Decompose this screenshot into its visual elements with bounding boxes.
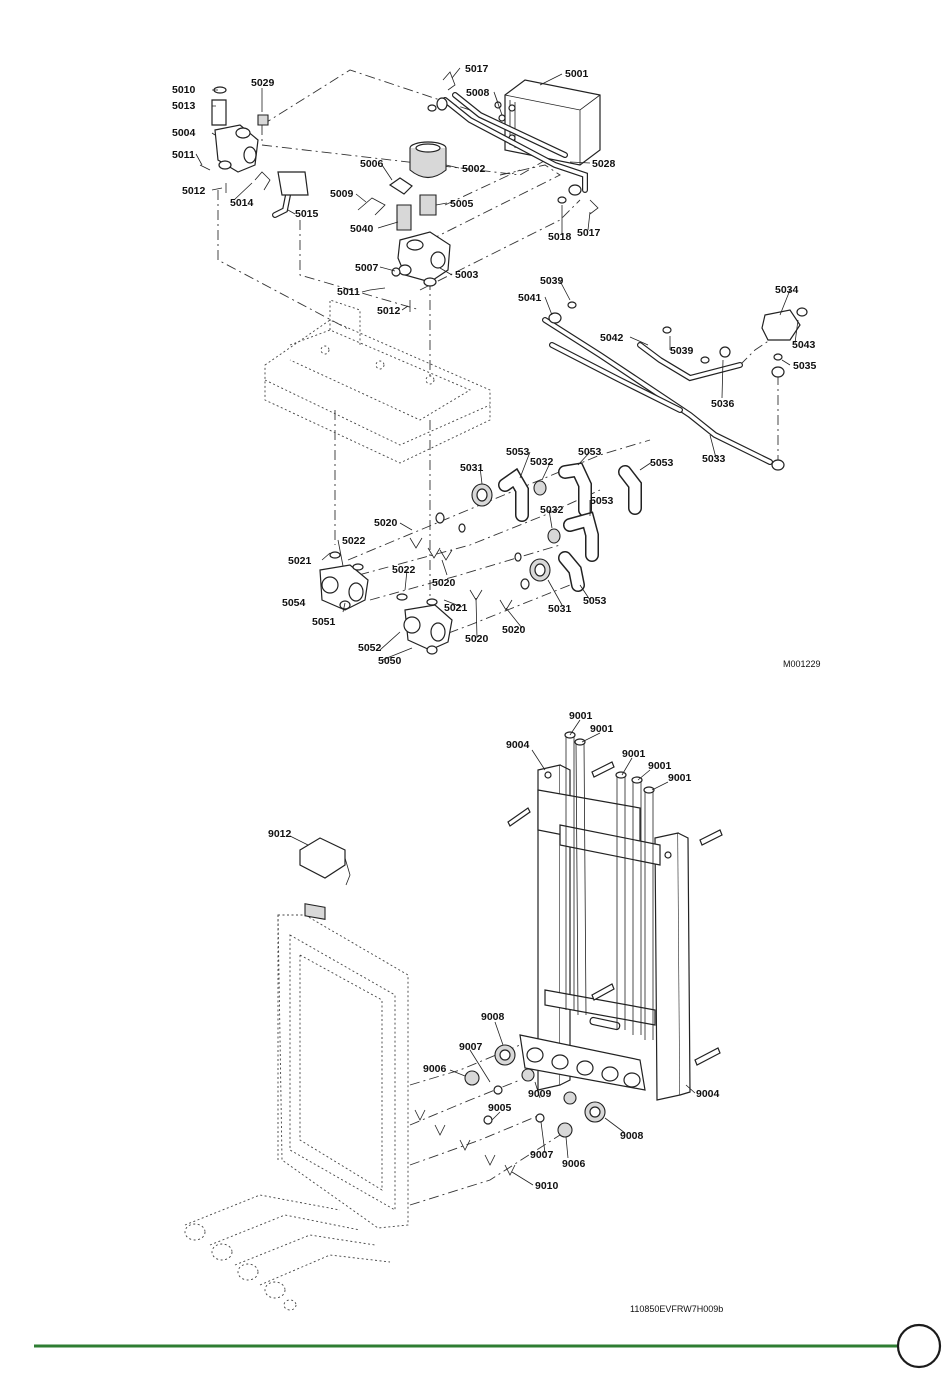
label-5029: 5029 bbox=[251, 77, 275, 89]
page-number-circle bbox=[896, 1323, 942, 1369]
label-5041: 5041 bbox=[518, 292, 542, 304]
label-5005: 5005 bbox=[450, 198, 474, 210]
label-9010: 9010 bbox=[535, 1180, 559, 1192]
label-5031-a: 5031 bbox=[460, 462, 484, 474]
page-footer bbox=[34, 1323, 942, 1369]
label-5008: 5008 bbox=[466, 87, 490, 99]
label-5006: 5006 bbox=[360, 158, 384, 170]
label-9006-b: 9006 bbox=[562, 1158, 586, 1170]
label-9001-d: 9001 bbox=[648, 760, 672, 772]
label-5036: 5036 bbox=[711, 398, 735, 410]
label-5010: 5010 bbox=[172, 84, 196, 96]
leader-lines-top bbox=[195, 67, 799, 661]
label-5003: 5003 bbox=[455, 269, 479, 281]
label-5050: 5050 bbox=[378, 655, 402, 667]
label-5020-d: 5020 bbox=[502, 624, 526, 636]
label-5011-a: 5011 bbox=[172, 149, 195, 161]
label-5018: 5018 bbox=[548, 231, 572, 243]
label-5002: 5002 bbox=[462, 163, 486, 175]
label-5021-a: 5021 bbox=[288, 555, 312, 567]
left-valve-block bbox=[211, 86, 259, 173]
label-5012-a: 5012 bbox=[182, 185, 206, 197]
leader-lines-bottom bbox=[289, 719, 696, 1186]
label-9007-a: 9007 bbox=[459, 1041, 483, 1053]
label-9001-a: 9001 bbox=[569, 710, 593, 722]
label-5017-a: 5017 bbox=[465, 63, 489, 75]
label-5035: 5035 bbox=[793, 360, 817, 372]
label-9006-a: 9006 bbox=[423, 1063, 447, 1075]
label-5022-b: 5022 bbox=[392, 564, 416, 576]
label-9008-b: 9008 bbox=[620, 1130, 644, 1142]
label-5042: 5042 bbox=[600, 332, 624, 344]
label-5053-b: 5053 bbox=[578, 446, 602, 458]
label-5039-b: 5039 bbox=[670, 345, 694, 357]
label-5054: 5054 bbox=[282, 597, 306, 609]
label-9001-e: 9001 bbox=[668, 772, 692, 784]
right-valve-fitting bbox=[761, 307, 808, 378]
label-9012: 9012 bbox=[268, 828, 292, 840]
label-5015: 5015 bbox=[295, 208, 319, 220]
figure-ref-bottom: 110850EVFRW7H009b bbox=[630, 1304, 723, 1314]
label-5004: 5004 bbox=[172, 127, 196, 139]
valve-body bbox=[397, 231, 451, 287]
label-5007: 5007 bbox=[355, 262, 379, 274]
label-5051: 5051 bbox=[312, 616, 336, 628]
label-5013: 5013 bbox=[172, 100, 196, 112]
label-5053-c: 5053 bbox=[650, 457, 674, 469]
label-5033: 5033 bbox=[702, 453, 726, 465]
label-5021-b: 5021 bbox=[444, 602, 468, 614]
bottom-exploded-view: 9001 9001 9001 9001 9001 9004 9004 9005 … bbox=[184, 710, 723, 1314]
boiler-outline-bottom bbox=[184, 914, 409, 1311]
label-9007-b: 9007 bbox=[530, 1149, 554, 1161]
label-5009: 5009 bbox=[330, 188, 354, 200]
label-5001: 5001 bbox=[565, 68, 589, 80]
label-5032-a: 5032 bbox=[530, 456, 554, 468]
label-5052: 5052 bbox=[358, 642, 382, 654]
labels-top: 5001 5002 5003 5004 5005 5006 5007 5008 … bbox=[172, 63, 817, 667]
label-5022-a: 5022 bbox=[342, 535, 366, 547]
lower-valve-set bbox=[319, 551, 453, 655]
pump-head bbox=[409, 141, 447, 179]
label-5012-b: 5012 bbox=[377, 305, 401, 317]
label-5053-d: 5053 bbox=[590, 495, 614, 507]
top-exploded-view: 5001 5002 5003 5004 5005 5006 5007 5008 … bbox=[172, 63, 821, 669]
label-9009: 9009 bbox=[528, 1088, 552, 1100]
label-5053-a: 5053 bbox=[506, 446, 530, 458]
label-9008-a: 9008 bbox=[481, 1011, 505, 1023]
label-5039-a: 5039 bbox=[540, 275, 564, 287]
label-5017-b: 5017 bbox=[577, 227, 601, 239]
label-5040: 5040 bbox=[350, 223, 374, 235]
figure-ref-top: M001229 bbox=[783, 659, 821, 669]
label-9005: 9005 bbox=[488, 1102, 512, 1114]
label-5032-b: 5032 bbox=[540, 504, 564, 516]
label-5053-e: 5053 bbox=[583, 595, 607, 607]
label-5011-b: 5011 bbox=[337, 286, 360, 298]
label-5020-a: 5020 bbox=[374, 517, 398, 529]
label-9001-b: 9001 bbox=[590, 723, 614, 735]
label-5043: 5043 bbox=[792, 339, 816, 351]
label-5028: 5028 bbox=[592, 158, 616, 170]
label-5014: 5014 bbox=[230, 197, 254, 209]
label-9004-b: 9004 bbox=[696, 1088, 720, 1100]
label-9001-c: 9001 bbox=[622, 748, 646, 760]
label-5020-b: 5020 bbox=[432, 577, 456, 589]
label-5020-c: 5020 bbox=[465, 633, 489, 645]
label-5031-b: 5031 bbox=[548, 603, 572, 615]
label-9004-a: 9004 bbox=[506, 739, 530, 751]
timer-clock bbox=[299, 837, 351, 920]
label-5034: 5034 bbox=[775, 284, 799, 296]
chassis-outline-top bbox=[264, 299, 491, 464]
labels-bottom: 9001 9001 9001 9001 9001 9004 9004 9005 … bbox=[268, 710, 720, 1192]
mounting-frame bbox=[519, 731, 691, 1101]
